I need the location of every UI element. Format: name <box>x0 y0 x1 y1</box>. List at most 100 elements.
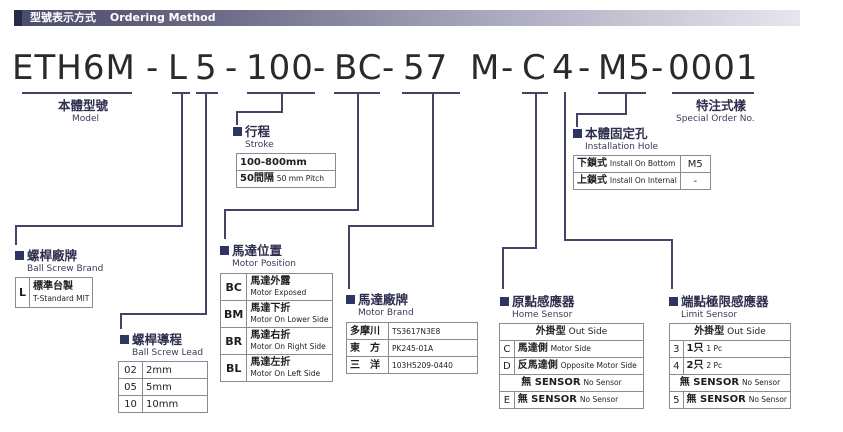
motorbrand-title: 馬達廠牌 <box>358 292 409 307</box>
home-desc: 無 SENSOR No Sensor <box>513 391 645 409</box>
code-brand: L <box>168 48 188 88</box>
model-subtitle: Model <box>72 114 100 124</box>
code-dash-3: - <box>313 48 327 88</box>
limit-header-en: Out Side <box>727 327 766 337</box>
limit-code: 5 <box>669 391 684 409</box>
code-limit-sensor: 4 <box>552 48 575 88</box>
special-subtitle: Special Order No. <box>676 114 755 124</box>
table-row: 5 無 SENSOR No Sensor <box>669 391 792 409</box>
lead-subtitle: Ball Screw Lead <box>132 348 204 358</box>
motorbrand-model: PK245-01A <box>388 339 478 357</box>
connector-home-h2 <box>502 247 537 249</box>
code-lead: 5 <box>195 48 218 88</box>
limit-desc-zh: 2只 <box>686 360 704 371</box>
lead-value: 2mm <box>142 361 208 379</box>
limit-code: 4 <box>669 357 684 375</box>
table-row: L 標準台製 T-Standard MIT <box>14 277 94 308</box>
limit-desc: 2只 2 Pc <box>682 357 792 375</box>
motorpos-code: BC <box>219 273 248 301</box>
limit-desc-en: 1 Pc <box>706 344 723 353</box>
installation-marker <box>573 129 582 138</box>
connector-stroke-h2 <box>236 111 283 113</box>
home-code: C <box>499 340 515 358</box>
installation-bottom-code: M5 <box>679 155 711 173</box>
limit-desc-zh: 無 SENSOR <box>679 377 740 388</box>
home-code: D <box>499 357 515 375</box>
home-desc-en: Opposite Motor Side <box>560 361 637 370</box>
table-row: 05 5mm <box>118 378 208 396</box>
motorpos-desc: 馬達外露 Motor Exposed <box>246 273 333 301</box>
bracket-model <box>22 92 132 94</box>
lead-code: 05 <box>118 378 143 396</box>
code-dash-4: - <box>382 48 396 88</box>
motorbrand-model: 103H5209-0440 <box>388 356 478 374</box>
installation-bottom: 下鎖式 Install On Bottom <box>573 155 681 173</box>
motorbrand-name: 多摩川 <box>346 322 389 340</box>
installation-table: 下鎖式 Install On Bottom M5 上鎖式 Install On … <box>573 155 711 190</box>
header-title-en: Ordering Method <box>109 11 216 24</box>
table-row: BM 馬達下折 Motor On Lower Side <box>219 300 333 328</box>
connector-install-v <box>625 92 627 114</box>
home-header: 外掛型 Out Side <box>499 323 644 341</box>
limit-desc-en: No Sensor <box>748 395 787 404</box>
home-desc-en: No Sensor <box>583 378 622 387</box>
connector-stroke-v2 <box>236 111 238 125</box>
motorpos-zh: 馬達左折 <box>250 357 291 368</box>
home-marker <box>500 297 509 306</box>
table-row: E 無 SENSOR No Sensor <box>499 391 645 409</box>
motorpos-marker <box>220 246 229 255</box>
lead-value: 5mm <box>142 378 208 396</box>
connector-home-v2 <box>502 247 504 289</box>
code-motor-position: BC <box>334 48 383 88</box>
header-bar <box>14 10 800 26</box>
home-desc-zh: 馬達側 <box>517 343 548 354</box>
brand-table: L 標準台製 T-Standard MIT <box>14 277 94 308</box>
lead-title: 螺桿導程 <box>132 332 183 347</box>
motorbrand-subtitle: Motor Brand <box>358 308 414 318</box>
table-row: 4 2只 2 Pc <box>669 357 792 375</box>
limit-desc-en: 2 Pc <box>706 361 723 370</box>
table-row: 50間隔 50 mm Pitch <box>236 170 336 188</box>
installation-bottom-en: Install On Bottom <box>609 159 676 168</box>
motorpos-en: Motor On Lower Side <box>250 315 329 324</box>
limit-subtitle: Limit Sensor <box>681 310 738 320</box>
connector-home-v <box>535 92 537 248</box>
table-row: 下鎖式 Install On Bottom M5 <box>573 155 711 173</box>
motorbrand-marker <box>346 295 355 304</box>
special-title: 特注式樣 <box>696 98 747 113</box>
installation-bottom-zh: 下鎖式 <box>577 158 607 169</box>
stroke-range: 100-800mm <box>236 153 336 171</box>
table-row: 02 2mm <box>118 361 208 379</box>
connector-motorbrand-h2 <box>348 225 434 227</box>
connector-lead-h <box>196 92 218 94</box>
connector-lead-h2 <box>120 313 207 315</box>
code-home-sensor: C <box>522 48 547 88</box>
limit-table: 外掛型 Out Side 3 1只 1 Pc 4 2只 2 Pc 無 SENSO… <box>669 323 792 409</box>
brand-subtitle: Ball Screw Brand <box>27 264 104 274</box>
connector-brand-v <box>181 92 183 226</box>
limit-desc-zh: 1只 <box>686 343 704 354</box>
table-row: 多摩川 TS3617N3E8 <box>346 322 478 340</box>
table-row: 3 1只 1 Pc <box>669 340 792 358</box>
table-row: 上鎖式 Install On Internal - <box>573 172 711 190</box>
code-motor-brand: 57 <box>403 48 449 88</box>
table-row: 三 洋 103H5209-0440 <box>346 356 478 374</box>
lead-table: 02 2mm 05 5mm 10 10mm <box>118 361 208 413</box>
code-special: 0001 <box>668 48 759 88</box>
motorpos-code: BL <box>219 354 248 382</box>
motorpos-zh: 馬達外露 <box>250 276 291 287</box>
code-motor-type: M <box>470 48 501 88</box>
table-row: D 反馬達側 Opposite Motor Side <box>499 357 645 375</box>
home-title: 原點感應器 <box>512 294 575 309</box>
limit-desc: 無 SENSOR No Sensor <box>669 374 791 392</box>
connector-limit-v <box>564 92 566 240</box>
motorpos-desc: 馬達右折 Motor On Right Side <box>246 327 333 355</box>
code-dash-1: - <box>146 48 160 88</box>
table-row: 東 方 PK245-01A <box>346 339 478 357</box>
limit-title: 端點極限感應器 <box>681 294 769 309</box>
motorpos-subtitle: Motor Position <box>232 259 296 269</box>
connector-install-h2 <box>576 113 627 115</box>
connector-motorpos-h2 <box>224 209 359 211</box>
stroke-table: 100-800mm 50間隔 50 mm Pitch <box>236 153 336 188</box>
connector-motorbrand-v2 <box>348 225 350 289</box>
